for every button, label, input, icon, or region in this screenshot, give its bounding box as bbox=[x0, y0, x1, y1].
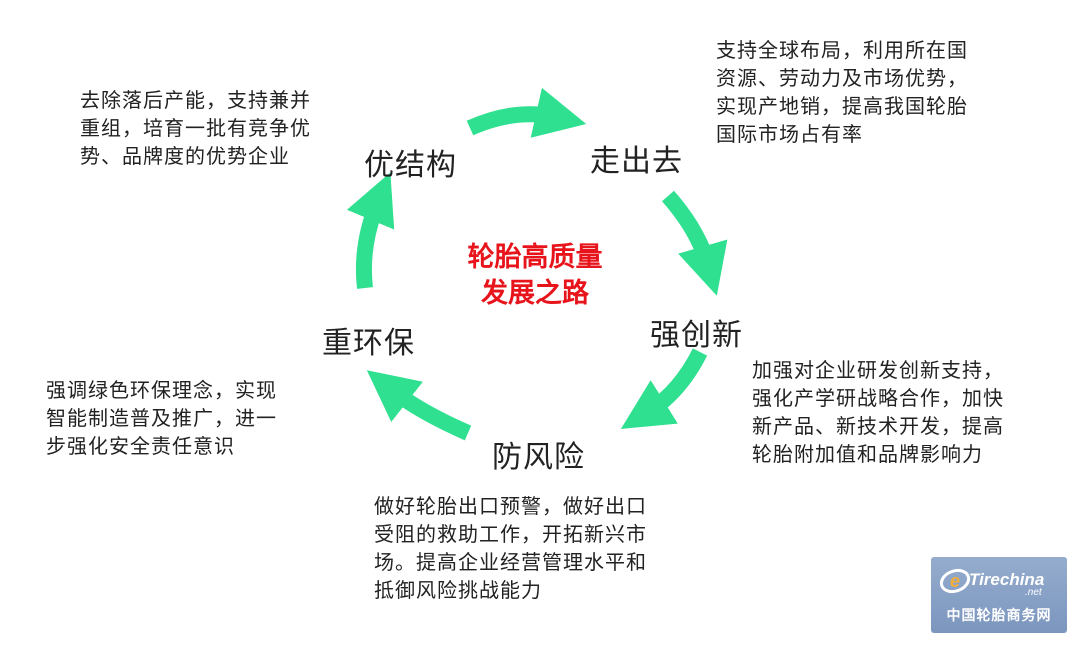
node-go-out: 走出去 bbox=[590, 144, 683, 179]
svg-text:Tirechina: Tirechina bbox=[969, 570, 1044, 589]
desc-go-out: 支持全球布局，利用所在国 资源、劳动力及市场优势， 实现产地销，提高我国轮胎 国… bbox=[716, 38, 968, 146]
arrow-right-upper bbox=[661, 190, 728, 296]
arrow-right-lower bbox=[620, 348, 708, 429]
tirechina-logo-icon: e Tirechina .net bbox=[939, 568, 1044, 597]
node-optimize-structure: 优结构 bbox=[364, 148, 457, 183]
arrow-top bbox=[466, 87, 587, 138]
node-prevent-risk: 防风险 bbox=[492, 440, 585, 475]
arrow-bottom-left bbox=[366, 370, 472, 441]
node-innovate: 强创新 bbox=[650, 318, 743, 353]
desc-optimize-structure: 去除落后产能，支持兼并 重组，培育一批有竞争优 势、品牌度的优势企业 bbox=[80, 88, 311, 168]
svg-text:e: e bbox=[950, 571, 960, 591]
svg-text:.net: .net bbox=[1025, 587, 1043, 597]
watermark-text: 中国轮胎商务网 bbox=[946, 608, 1052, 624]
desc-prevent-risk: 做好轮胎出口预警，做好出口 受阻的救助工作，开拓新兴市 场。提高企业经营管理水平… bbox=[374, 494, 647, 602]
center-title-line1: 轮胎高质量 bbox=[467, 242, 603, 273]
desc-innovate: 加强对企业研发创新支持， 强化产学研战略合作，加快 新产品、新技术开发，提高 轮… bbox=[752, 358, 1004, 466]
arrow-left bbox=[346, 172, 395, 289]
center-title-line2: 发展之路 bbox=[481, 278, 589, 309]
node-environment: 重环保 bbox=[322, 326, 415, 361]
watermark-logo: e Tirechina .net 中国轮胎商务网 bbox=[931, 557, 1067, 633]
desc-environment: 强调绿色环保理念，实现 智能制造普及推广，进一 步强化安全责任意识 bbox=[46, 378, 277, 458]
center-title: 轮胎高质量 发展之路 bbox=[430, 240, 640, 312]
